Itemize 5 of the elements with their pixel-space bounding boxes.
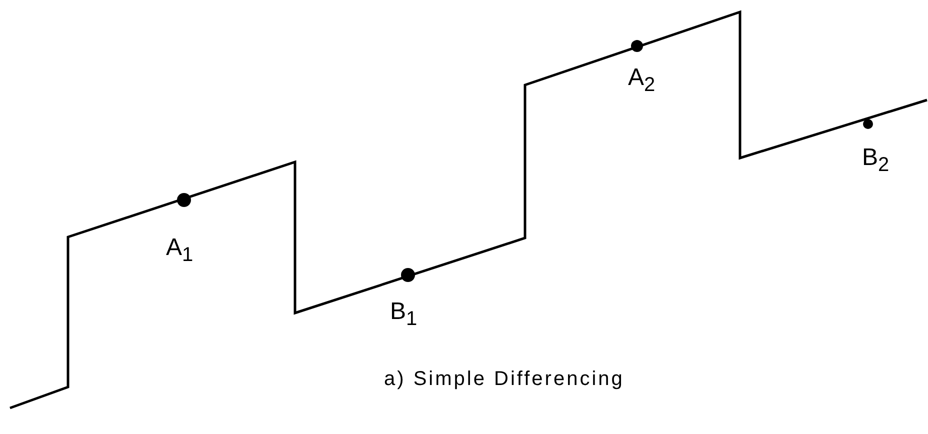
figure-caption: a) Simple Differencing	[384, 368, 624, 391]
point-label: B$_{1}$	[390, 300, 418, 329]
point-label: A$_{1}$	[166, 236, 194, 265]
point-label: A$_{2}$	[628, 66, 656, 95]
point-label: B$_{2}$	[862, 146, 890, 175]
